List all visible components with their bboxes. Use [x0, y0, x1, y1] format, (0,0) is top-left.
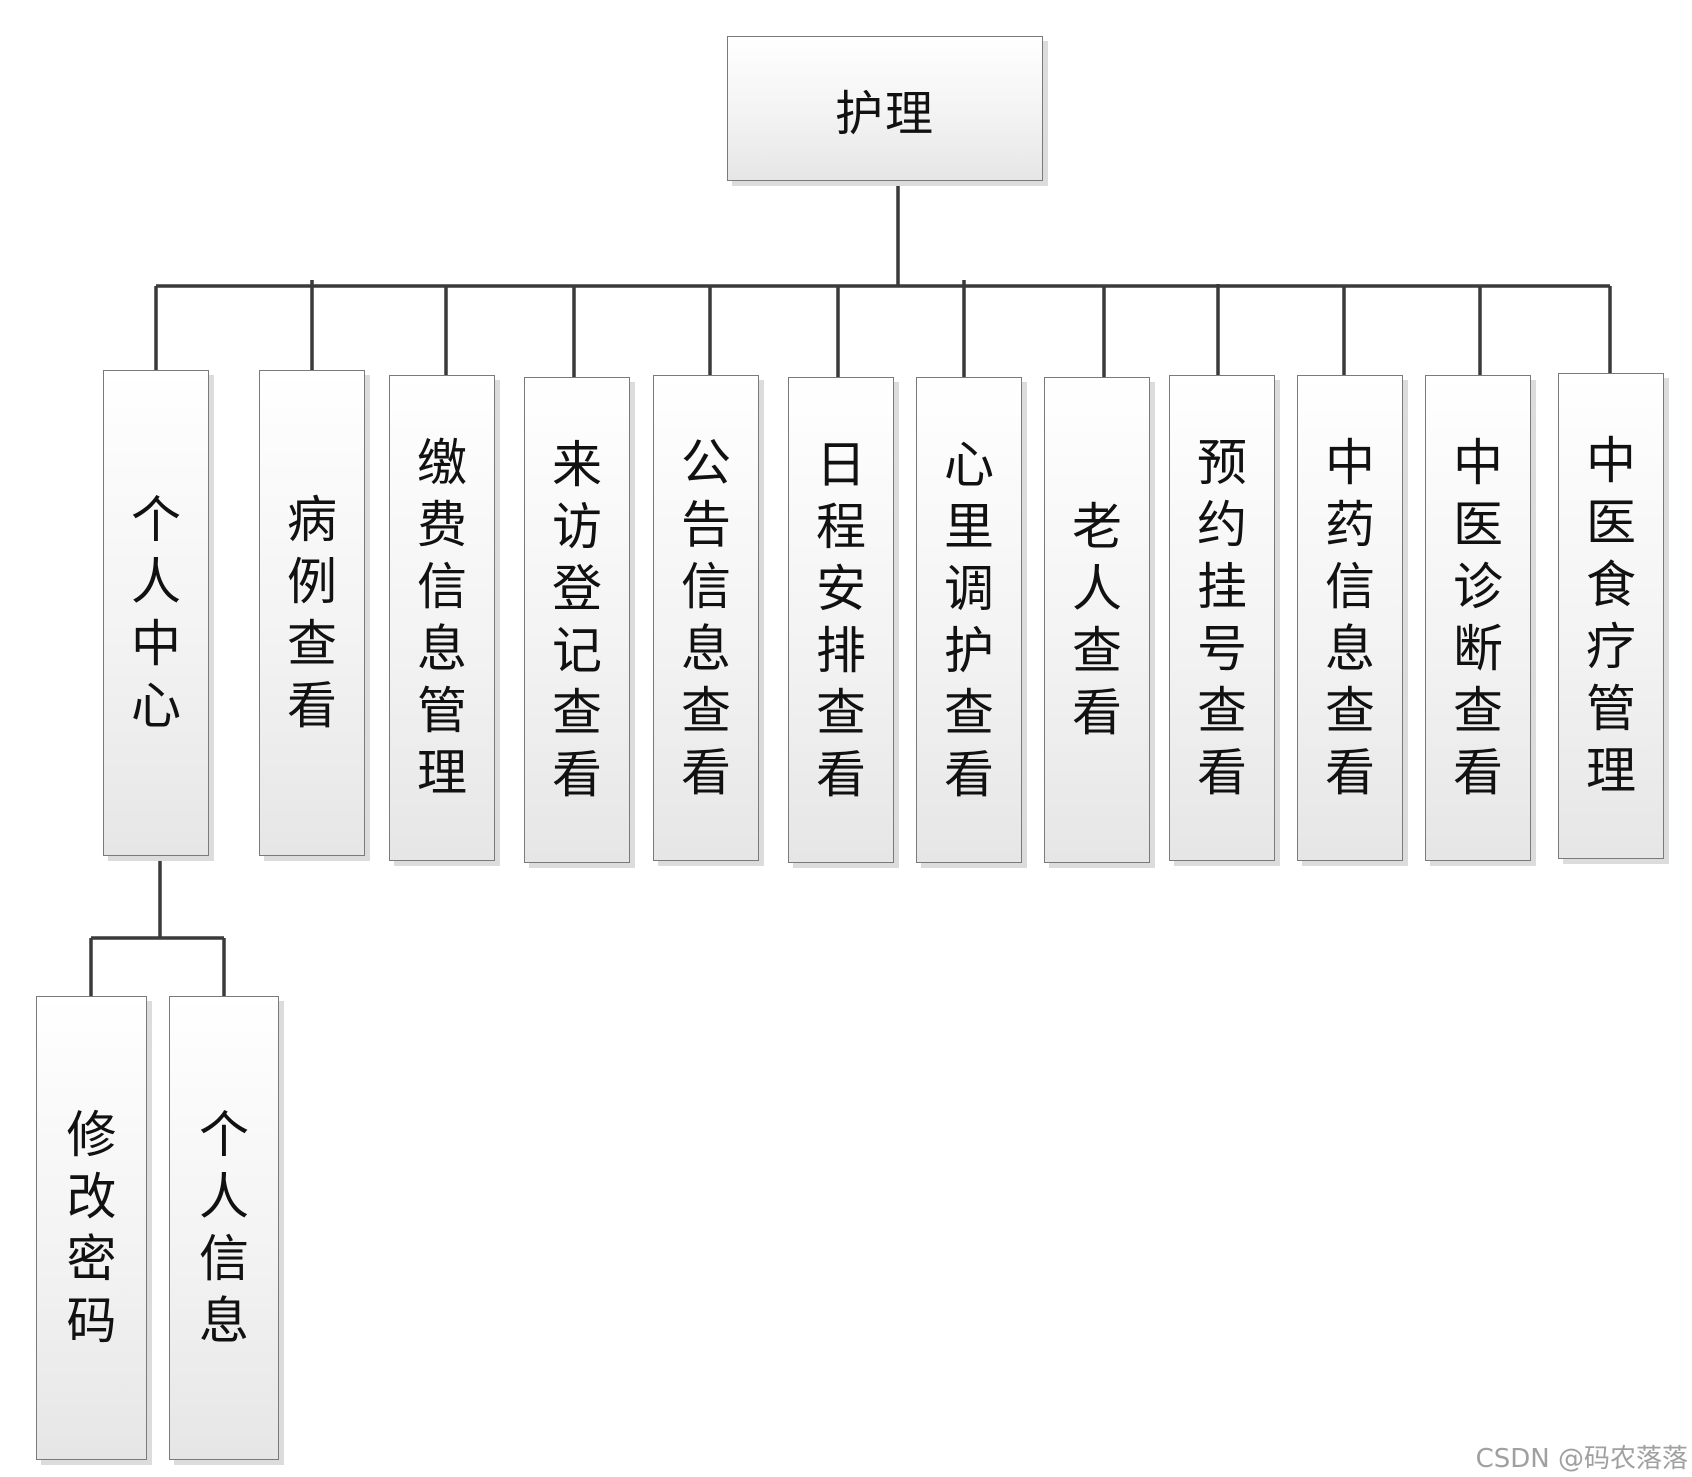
module-label: 个人中心 — [131, 491, 181, 735]
module-visit-registration: 来访登记查看 — [524, 377, 630, 863]
submodule-change-password: 修改密码 — [36, 996, 147, 1460]
module-label: 来访登记查看 — [552, 436, 602, 804]
module-label: 预约挂号查看 — [1197, 434, 1247, 802]
submodule-label: 个人信息 — [199, 1106, 249, 1350]
module-label: 中医食疗管理 — [1586, 432, 1636, 800]
module-label: 中药信息查看 — [1325, 434, 1375, 802]
module-label: 公告信息查看 — [681, 434, 731, 802]
module-label: 中医诊断查看 — [1453, 434, 1503, 802]
module-schedule-view: 日程安排查看 — [788, 377, 894, 863]
module-elderly-view: 老人查看 — [1044, 377, 1150, 863]
root-node-label: 护理 — [834, 85, 935, 142]
module-payment-management: 缴费信息管理 — [389, 375, 495, 861]
submodule-label: 修改密码 — [66, 1106, 117, 1350]
module-label: 老人查看 — [1072, 498, 1122, 742]
watermark-text: CSDN @码农落落 — [1475, 1444, 1688, 1474]
module-case-view: 病例查看 — [259, 370, 365, 856]
module-psych-care-view: 心里调护查看 — [916, 377, 1022, 863]
module-announcement-view: 公告信息查看 — [653, 375, 759, 861]
module-herbal-info-view: 中药信息查看 — [1297, 375, 1403, 861]
root-node: 护理 — [727, 36, 1043, 181]
module-label: 日程安排查看 — [816, 436, 866, 804]
module-label: 缴费信息管理 — [417, 434, 467, 802]
module-label: 病例查看 — [287, 491, 337, 735]
module-label: 心里调护查看 — [944, 436, 994, 804]
module-tcm-diagnosis-view: 中医诊断查看 — [1425, 375, 1531, 861]
submodule-personal-info: 个人信息 — [169, 996, 279, 1460]
module-appointment-view: 预约挂号查看 — [1169, 375, 1275, 861]
module-personal-center: 个人中心 — [103, 370, 209, 856]
module-tcm-diet-management: 中医食疗管理 — [1558, 373, 1664, 859]
